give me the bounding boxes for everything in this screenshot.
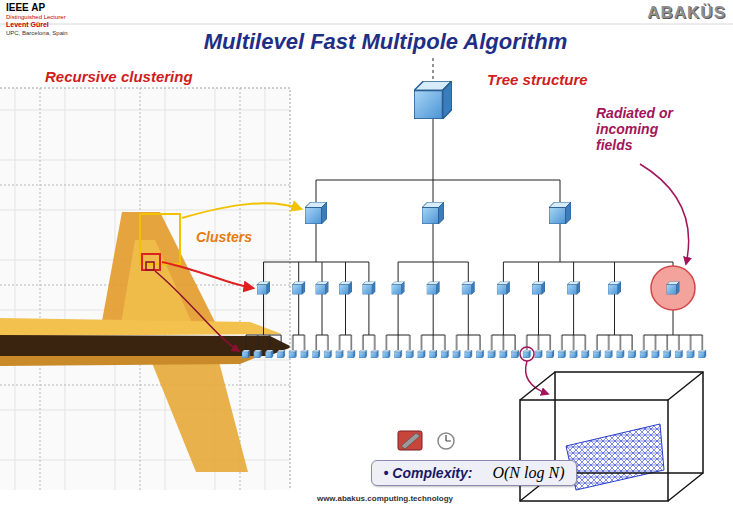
- surface-mesh: [566, 424, 664, 490]
- formula-text: O(N log N): [492, 464, 564, 482]
- cluster-arrow: [162, 262, 253, 288]
- field-highlight: [651, 266, 695, 310]
- leaf-highlight: [520, 347, 534, 361]
- tree-lines: [246, 58, 702, 335]
- cluster-box: [146, 262, 154, 270]
- speaker-name: Levent Gürel: [6, 21, 49, 28]
- header-rule: [0, 24, 733, 25]
- cluster-arrow: [155, 271, 239, 351]
- callout-arrow: [640, 164, 689, 264]
- logo-text: IEEE AP: [6, 2, 45, 13]
- wing-highlight: [120, 240, 195, 330]
- fine-grid: [0, 88, 290, 490]
- section-label: Tree structure: [487, 71, 588, 88]
- logo-subtitle: Distinguished Lecturer: [6, 14, 66, 20]
- section-label: Recursive clustering: [45, 68, 193, 85]
- callout-label: Clusters: [196, 229, 252, 245]
- cluster-box: [142, 254, 160, 270]
- zoom-arrow: [526, 361, 548, 394]
- venue-text: UPC, Barcelona, Spain: [6, 30, 68, 36]
- cluster-arrow: [182, 203, 301, 218]
- picture-border: [0, 88, 290, 490]
- complexity-box: • Complexity: O(N log N): [371, 460, 578, 486]
- footer-url: www.abakus.computing.technology: [317, 494, 453, 503]
- fuselage-top: [0, 318, 282, 336]
- fuselage-bottom: [0, 356, 260, 366]
- company-logo: ABAKÜS: [647, 3, 726, 23]
- clock-icon: [438, 433, 454, 449]
- tool-icon: [398, 431, 422, 450]
- aircraft-picture: [0, 88, 290, 490]
- bullet-heading: • Complexity:: [384, 465, 473, 481]
- picture-ground: [0, 88, 290, 490]
- leaf-cubes: [242, 335, 710, 360]
- coarse-grid: [0, 88, 290, 490]
- callout-label: Radiated or incoming fields: [596, 105, 684, 153]
- lower-wing: [150, 358, 248, 472]
- tree-cubes: [242, 81, 710, 360]
- slide-title: Multilevel Fast Multipole Algorithm: [0, 29, 733, 55]
